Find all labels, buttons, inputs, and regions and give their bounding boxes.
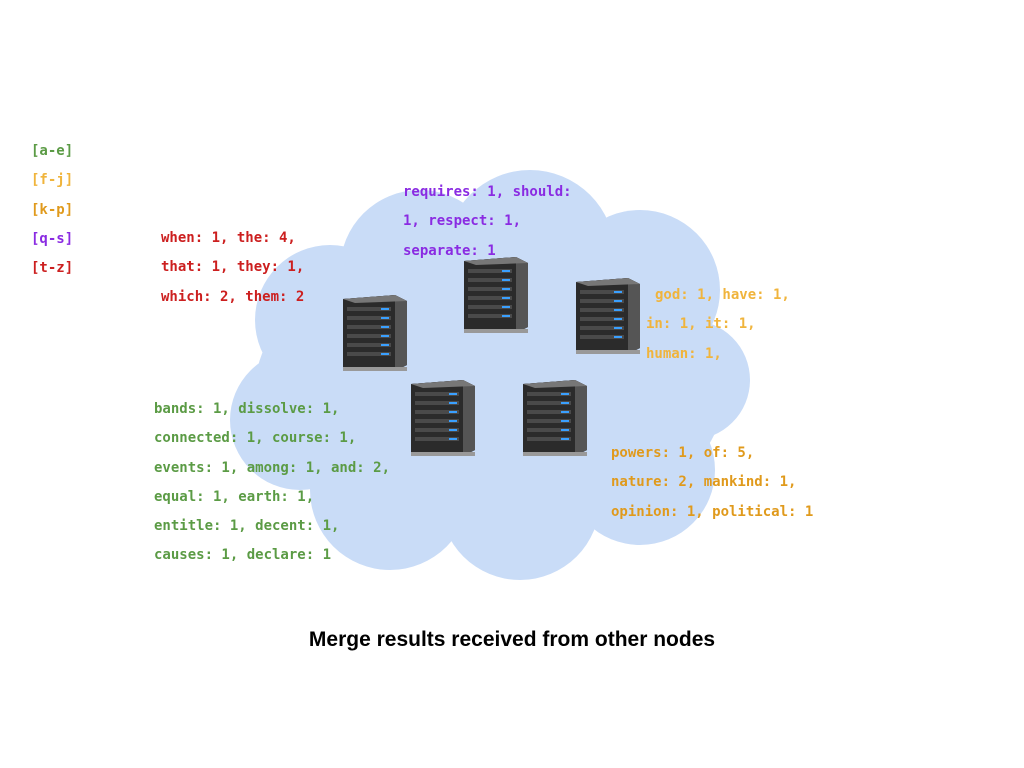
server-node-2 (464, 257, 528, 333)
word-count-line: human: 1, (646, 345, 722, 362)
word-count-line: requires: 1, should: (403, 184, 572, 200)
word-count-line: bands: 1, dissolve: 1, (154, 401, 340, 417)
legend-item-t-z: [t-z] (31, 260, 74, 277)
slide-caption: Merge results received from other nodes (308, 628, 716, 651)
word-counts-a-e: bands: 1, dissolve: 1, connected: 1, cou… (154, 400, 390, 576)
server-node-5 (523, 380, 587, 456)
legend-item-q-s: [q-s] (31, 230, 74, 247)
server-node-4 (411, 380, 475, 456)
word-count-line: when: 1, the: 4, (161, 230, 296, 246)
word-count-line: which: 2, them: 2 (161, 288, 305, 305)
range-legend: [a-e] [f-j] [k-p] [q-s] [t-z] (31, 142, 73, 288)
server-node-3 (576, 278, 640, 354)
word-count-line: events: 1, among: 1, and: 2, (154, 459, 391, 476)
word-counts-t-z: when: 1, the: 4, that: 1, they: 1, which… (161, 229, 304, 317)
word-count-line: connected: 1, course: 1, (154, 430, 357, 447)
word-count-line: nature: 2, mankind: 1, (611, 474, 797, 491)
word-count-line: entitle: 1, decent: 1, (154, 518, 340, 535)
server-node-1 (343, 295, 407, 371)
word-count-line: 1, respect: 1, (403, 213, 522, 230)
word-count-line: opinion: 1, political: 1 (611, 503, 814, 520)
legend-item-f-j: [f-j] (31, 172, 74, 189)
legend-item-a-e: [a-e] (31, 143, 74, 159)
word-count-line: in: 1, it: 1, (646, 316, 756, 333)
word-count-line: god: 1, have: 1, (655, 287, 790, 303)
word-count-line: that: 1, they: 1, (161, 259, 305, 276)
word-counts-f-j: god: 1, have: 1, in: 1, it: 1, human: 1, (646, 286, 790, 374)
legend-item-k-p: [k-p] (31, 201, 74, 218)
word-count-line: separate: 1 (403, 242, 496, 259)
word-counts-k-p: powers: 1, of: 5, nature: 2, mankind: 1,… (611, 444, 813, 532)
word-count-line: causes: 1, declare: 1 (154, 547, 332, 564)
word-counts-q-s: requires: 1, should: 1, respect: 1, sepa… (403, 183, 572, 271)
word-count-line: powers: 1, of: 5, (611, 445, 755, 461)
word-count-line: equal: 1, earth: 1, (154, 488, 315, 505)
